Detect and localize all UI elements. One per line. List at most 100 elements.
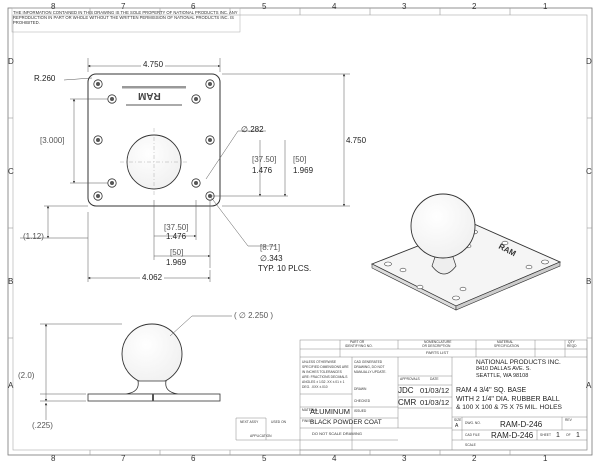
tb-approvals: APPROVALS [400, 377, 420, 381]
zone-left-c: C [8, 167, 14, 176]
tb-desc3: & 100 X 100 & 75 X 75 MIL. HOLES [456, 404, 562, 411]
title-block-lines [235, 339, 588, 451]
zone-top-5: 5 [262, 2, 267, 11]
zone-top-1: 1 [543, 2, 548, 11]
tb-issued: ISSUED [354, 409, 367, 413]
tb-size-label: SIZE [454, 418, 462, 422]
tb-cad-note: CAD GENERATED DRAWING, DO NOT MANUALLY U… [354, 360, 387, 374]
tb-specification-label: SPECIFICATION [494, 344, 520, 348]
zone-bottom-1: 1 [543, 454, 548, 463]
dim-ball-dia: ( ∅ 2.250 ) [234, 311, 273, 320]
tb-sheet: 1 [556, 432, 560, 439]
zone-bottom-8: 8 [51, 454, 56, 463]
dim-in-1969-a: 1.969 [293, 166, 314, 175]
dim-mm-50-b-value: 50 [172, 248, 182, 257]
dim-mm-50-a: [50] [293, 155, 307, 164]
zone-bottom-4: 4 [332, 454, 337, 463]
tb-reqd-label: REQD [567, 344, 577, 348]
plate-brand: RAM [138, 90, 161, 101]
dim-offset-left: (1.12) [23, 232, 44, 241]
tb-drawn-by: JDC [398, 386, 414, 395]
plate-engraving [122, 86, 186, 106]
dim-mm-3750-b: [37.50] [164, 223, 189, 232]
tb-checked-by: CMR [398, 398, 417, 407]
tb-sheet-label: SHEET [540, 433, 551, 437]
tb-size: A [455, 423, 459, 429]
iso-view: RAM [370, 193, 562, 311]
tb-material-spec-label: MATERIAL [497, 340, 514, 344]
zone-bottom-3: 3 [402, 454, 407, 463]
tb-identifying-no-label: IDENTIFYING NO. [345, 344, 373, 348]
tb-finish: BLACK POWDER COAT [310, 419, 382, 426]
dim-hole-spacing-value: 3.000 [42, 136, 63, 145]
zone-bottom-6: 6 [191, 454, 196, 463]
zone-top-8: 8 [51, 2, 56, 11]
zone-bottom-5: 5 [262, 454, 267, 463]
dim-width: 4.750 [141, 60, 166, 69]
tb-dwg-no-label: DWG. NO. [465, 421, 481, 425]
dim-ball-dia-value: ∅ 2.250 [238, 311, 269, 320]
zone-right-b: B [586, 277, 592, 286]
dim-mm-50-b: [50] [170, 248, 184, 257]
tb-date: DATE [430, 377, 439, 381]
zone-bottom-7: 7 [121, 454, 126, 463]
dim-side-height-value: 2.0 [20, 371, 32, 380]
tb-material-label: MATERIAL [302, 408, 319, 412]
mount-holes [93, 79, 215, 201]
zone-right-c: C [586, 167, 592, 176]
tb-rev-label: REV [565, 418, 572, 422]
tb-no-scale: DO NOT SCALE DRAWING [312, 431, 363, 436]
tb-finish-label: FINISH [302, 419, 313, 423]
dim-mm-50-a-value: 50 [295, 155, 305, 164]
tb-part-no-label: PART OR [350, 340, 365, 344]
dim-height: 4.750 [346, 136, 367, 145]
zone-right-d: D [586, 57, 592, 66]
zone-right-a: A [586, 381, 592, 390]
tb-desc1: RAM 4 3/4" SQ. BASE [456, 387, 527, 394]
dim-thickness-value: .225 [34, 421, 51, 430]
zone-top-2: 2 [472, 2, 477, 11]
dim-side-height: (2.0) [18, 371, 35, 380]
tb-checked-date: 01/03/12 [420, 398, 450, 407]
tb-desc2: WITH 2 1/4" DIA. RUBBER BALL [456, 396, 560, 403]
dim-mm-3750-a-value: 37.50 [254, 155, 275, 164]
proprietary-notice: THE INFORMATION CONTAINED IN THIS DRAWIN… [13, 10, 238, 25]
tb-drawn-date: 01/03/12 [420, 386, 450, 395]
tb-scale-label: SCALE [465, 443, 476, 447]
tb-material: ALUMINUM [310, 407, 351, 416]
dim-hole-spacing: [3.000] [40, 136, 65, 145]
tb-checked: CHECKED [354, 399, 371, 403]
dim-in-1969-b: 1.969 [166, 258, 187, 267]
dim-overall: 4.062 [140, 273, 165, 282]
tb-tolerances: UNLESS OTHERWISE SPECIFIED DIMENSIONS AR… [302, 360, 349, 389]
zone-top-3: 3 [402, 2, 407, 11]
tb-parts-list: PARTS LIST [426, 350, 449, 355]
zone-left-a: A [8, 381, 14, 390]
zone-top-7: 7 [121, 2, 126, 11]
zone-left-d: D [8, 57, 14, 66]
dim-ball-hole: ∅.282 [241, 125, 264, 134]
tb-nomenclature-label: NOMENCLATURE [424, 340, 452, 344]
tb-cad-file: RAM-D-246 [491, 431, 534, 440]
dim-hole-mm: [8.71] [260, 243, 281, 252]
tb-address1: 8410 DALLAS AVE. S. [476, 366, 531, 372]
tb-dwg-no: RAM-D-246 [500, 420, 543, 429]
tb-company: NATIONAL PRODUCTS INC. [476, 359, 561, 366]
top-view [20, 58, 350, 282]
tb-used-on: USED ON [271, 420, 287, 424]
tb-of-label: OF [566, 433, 571, 437]
dim-mm-3750-b-value: 37.50 [166, 223, 187, 232]
dim-in-1476-a: 1.476 [252, 166, 273, 175]
zone-top-6: 6 [191, 2, 196, 11]
zone-left-b: B [8, 277, 14, 286]
dim-thickness: (.225) [32, 421, 53, 430]
tb-address2: SEATTLE, WA 98108 [476, 373, 529, 379]
tb-qty-label: QTY [568, 340, 575, 344]
zone-bottom-2: 2 [472, 454, 477, 463]
tb-application: APPLICATION [250, 434, 272, 438]
dim-hole-note: TYP. 10 PLCS. [258, 264, 312, 273]
tb-of: 1 [576, 432, 580, 439]
dim-hole-in: ∅.343 [260, 254, 283, 263]
zone-top-4: 4 [332, 2, 337, 11]
